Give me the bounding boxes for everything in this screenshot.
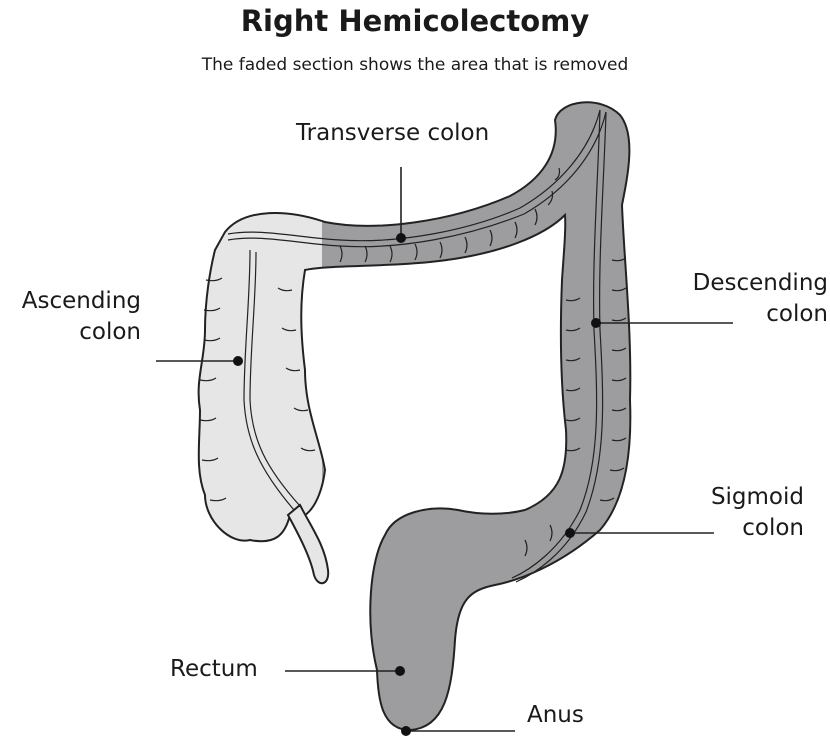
label-ascending-colon: Ascending colon: [6, 286, 141, 348]
appendix: [288, 505, 328, 583]
label-descending-line2: colon: [676, 299, 828, 330]
label-rectum: Rectum: [170, 654, 258, 685]
label-descending-colon: Descending colon: [676, 268, 828, 330]
label-ascending-line2: colon: [6, 317, 141, 348]
label-descending-line1: Descending: [676, 268, 828, 299]
dot-anus: [401, 726, 411, 736]
label-sigmoid-line1: Sigmoid: [676, 482, 804, 513]
dot-descending: [591, 318, 601, 328]
dot-ascending: [233, 356, 243, 366]
label-ascending-line1: Ascending: [6, 286, 141, 317]
dot-sigmoid: [565, 528, 575, 538]
label-sigmoid-line2: colon: [676, 513, 804, 544]
dot-transverse: [396, 233, 406, 243]
label-sigmoid-colon: Sigmoid colon: [676, 482, 804, 544]
dot-rectum: [395, 666, 405, 676]
label-transverse-colon: Transverse colon: [296, 118, 489, 149]
label-anus: Anus: [527, 700, 584, 731]
